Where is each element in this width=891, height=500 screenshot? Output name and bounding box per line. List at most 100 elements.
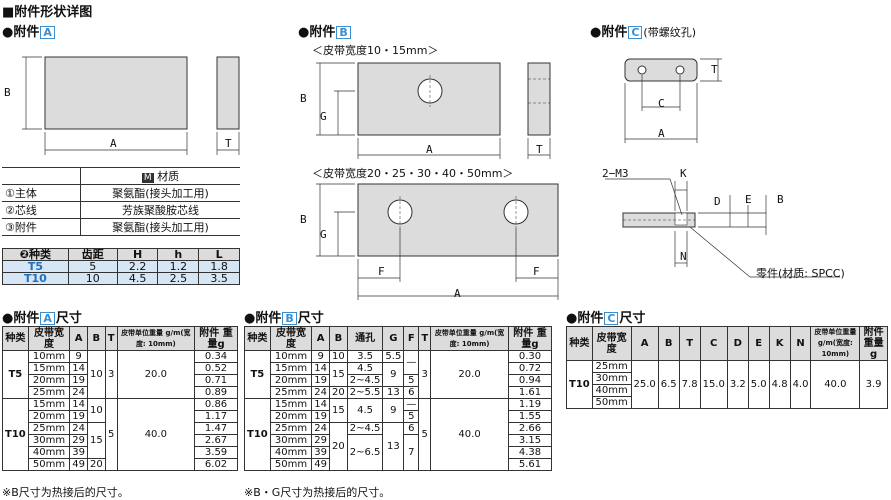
table-b-cell: 25mm [269,422,313,435]
table-c-header: N [789,326,812,361]
label-b-height: B [300,92,307,105]
table-b-cell: 13 [382,422,405,471]
label-a-height: B [4,86,11,99]
table-a-cell: 29 [69,434,88,447]
table-c-header: E [747,326,770,361]
table-a-cell: 10 [86,350,106,399]
table-c-cell: 15.0 [699,360,728,409]
table-b-header: F [403,326,420,351]
label-a-width: A [110,137,117,150]
table-a-cell: 0.71 [194,374,238,387]
table-b-header: B [329,326,348,351]
table-b-header: 皮带单位重量 g/m(宽度: 10mm) [430,326,509,351]
table-b-cell: 1.61 [507,386,553,399]
table-b-cell: 9 [382,362,405,387]
table-b-cell: 20 [329,422,348,471]
drawing-attachment-c [605,58,840,278]
table-a: 种类 皮带宽度 A B T 皮带单位重量 g/m(宽度: 10mm) 附件 重量… [2,326,238,471]
table-a-header: T [104,326,118,351]
label-c-part: 零件(材质: SPCC) [756,267,845,280]
table-b-cell: 49 [311,458,331,471]
table-b-header: 种类 [244,326,271,351]
table-a-header: 附件 重量g [194,326,238,351]
table-b-header: G [382,326,405,351]
label-b-width: A [426,143,433,156]
table-a-header: B [86,326,106,351]
table-a-cell: 19 [69,410,88,423]
pitch-cell: 5 [67,260,118,273]
table-a-cell: 49 [69,458,88,471]
pitch-cell: 2.5 [157,272,200,285]
table-c-type: T10 [566,360,593,409]
table-b-cell: 9 [311,350,331,363]
table-a-cell: 3.59 [194,446,238,459]
table-a-cell: 10mm [27,350,71,363]
pitch-header: H [116,248,159,261]
table-c-cell: 4.8 [768,360,791,409]
table-c-header: A [630,326,659,361]
table-b-cell: 3.15 [507,434,553,447]
table-b-cell: 5 [403,410,420,423]
table-b-cell: 25mm [269,386,313,399]
table-a-cell: 20mm [27,410,71,423]
table-a-cell: 14 [69,362,88,375]
label-b-g: G [320,110,327,123]
table-b-cell: 14 [311,398,331,411]
table-a-header: A [69,326,88,351]
table-b-cell: 15 [329,362,348,387]
pitch-cell: T10 [2,272,69,285]
table-a-cell: 9 [69,350,88,363]
table-c-cell: 50mm [591,396,632,409]
table-b-header: 附件 重量g [507,326,553,351]
table-c-cell: 6.5 [657,360,680,409]
table-b-cell: 9 [382,398,405,423]
pitch-cell: 4.5 [116,272,159,285]
material-value: 聚氨酯(接头加工用) [80,218,240,236]
table-a-cell: 25mm [27,386,71,399]
table-b-cell: 5.5 [382,350,405,363]
table-c-header: D [726,326,749,361]
table-b-cell: 7 [403,434,420,471]
table-b-cell: 40mm [269,446,313,459]
pitch-cell: 10 [67,272,118,285]
material-value: 芳族聚酸胺芯线 [80,201,240,219]
table-b-cell: 15mm [269,398,313,411]
table-a-cell: 40mm [27,446,71,459]
label-c-c: C [658,97,665,110]
table-b-cell: 0.30 [507,350,553,363]
table-b-cell: 29 [311,434,331,447]
table-a-cell: 2.67 [194,434,238,447]
table-b-type: T10 [244,398,271,471]
table-c-header: C [699,326,728,361]
table-b-cell: 5 [418,398,432,471]
table-b-note: ※B・G尺寸为热接后的尺寸。 [244,486,391,499]
table-a-cell: 40.0 [116,398,196,471]
table-b-cell: 1.55 [507,410,553,423]
label-c-e: E [745,193,752,206]
table-a-cell: 3 [104,350,118,399]
table-b-cell: 4.5 [346,362,384,375]
table-a-cell: 15 [86,422,106,459]
table-b-cell: 6 [403,422,420,435]
table-b-cell: 24 [311,386,331,399]
label-c-width: A [658,127,665,140]
label-c-n: N [680,250,687,263]
drawing-attachment-b1 [316,62,551,159]
table-b-header: 通孔 [346,326,384,351]
table-b-cell: 0.72 [507,362,553,375]
table-c-cell: 25mm [591,360,632,373]
label-b2-height: B [300,213,307,226]
pitch-header: L [198,248,240,261]
table-a-cell: 20 [86,458,106,471]
table-c-cell: 7.8 [678,360,701,409]
table-a-cell: 50mm [27,458,71,471]
b1-caption: ＜皮带宽度10・15mm＞ [312,44,439,57]
table-a-cell: 1.47 [194,422,238,435]
pitch-header: h [157,248,200,261]
label-b2-g: G [320,228,327,241]
